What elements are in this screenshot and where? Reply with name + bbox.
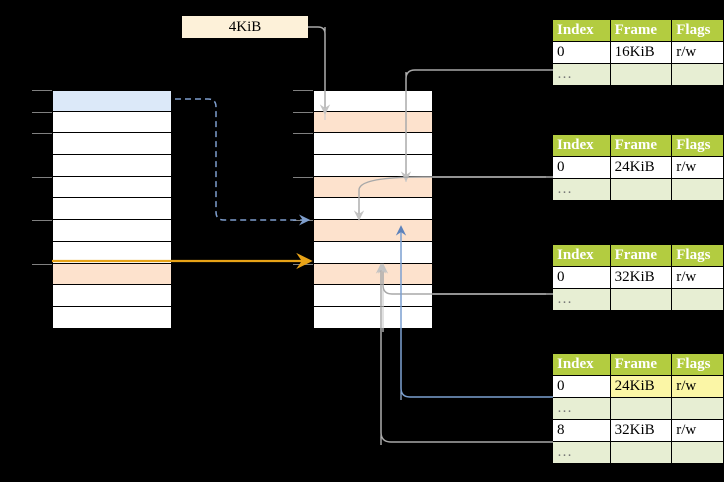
- table-row: …: [552, 441, 724, 464]
- virtual-tick-4: [32, 176, 52, 178]
- table-row: …: [552, 288, 724, 311]
- table-row: …: [552, 63, 724, 86]
- physical-frame-row-7: [313, 241, 433, 264]
- physical-frame-row-0: [313, 90, 433, 112]
- page-table-level-2-r0-c0: 0: [552, 156, 611, 179]
- page-table-level-1-header-flags: Flags: [671, 19, 724, 42]
- page-table-level-4-r1-c1: [609, 397, 673, 420]
- page-table-level-4-r2-c0: 8: [552, 419, 611, 442]
- arrow-virtual-blue-dashed: [175, 98, 311, 226]
- virtual-page-row-4: [52, 176, 172, 199]
- page-table-level-3-r1-c2: [671, 288, 724, 311]
- page-size-label: 4KiB: [182, 16, 308, 38]
- page-table-level-3-header-flags: Flags: [671, 244, 724, 267]
- page-table-level-4-r3-c1: [609, 441, 673, 464]
- page-table-level-1-r1-c2: [671, 63, 724, 86]
- virtual-tick-2: [32, 133, 52, 135]
- virtual-page-row-0: [52, 90, 172, 112]
- page-table-level-4-r0-c2: r/w: [671, 375, 724, 398]
- virtual-page-row-1: [52, 111, 172, 134]
- page-table-level-4-r2-c1: 32KiB: [609, 419, 673, 442]
- physical-frame-row-10: [313, 306, 433, 329]
- virtual-address-column: [52, 90, 172, 329]
- page-table-level-4-r3-c0: …: [552, 441, 611, 464]
- virtual-tick-1: [32, 111, 52, 113]
- page-table-level-2-r1-c1: [609, 178, 673, 201]
- page-table-level-4-r1-c2: [671, 397, 724, 420]
- virtual-page-row-6: [52, 220, 172, 242]
- page-table-level-2-r0-c2: r/w: [671, 156, 724, 179]
- physical-frame-row-2: [313, 133, 433, 156]
- page-table-level-1-r0-c0: 0: [552, 41, 611, 64]
- physical-frame-row-9: [313, 285, 433, 307]
- physical-tick-6: [293, 220, 313, 222]
- page-table-level-3-r0-c0: 0: [552, 266, 611, 289]
- physical-frame-row-3: [313, 155, 433, 177]
- page-table-level-1-r0-c1: 16KiB: [609, 41, 673, 64]
- page-table-level-4-r3-c2: [671, 441, 724, 464]
- physical-tick-4: [293, 176, 313, 178]
- virtual-page-row-2: [52, 133, 172, 156]
- page-table-level-2-r1-c2: [671, 178, 724, 201]
- page-table-level-1-header-frame: Frame: [609, 19, 673, 42]
- page-table-level-3-r1-c1: [609, 288, 673, 311]
- page-table-level-2-header-index: Index: [552, 134, 611, 157]
- virtual-page-row-10: [52, 306, 172, 329]
- page-table-level-3-header-index: Index: [552, 244, 611, 267]
- physical-tick-0: [293, 90, 313, 91]
- page-table-level-3-r1-c0: …: [552, 288, 611, 311]
- physical-tick-2: [293, 133, 313, 135]
- virtual-page-row-7: [52, 241, 172, 264]
- physical-address-column: [313, 90, 433, 329]
- physical-tick-1: [293, 111, 313, 113]
- page-table-level-4-header-frame: Frame: [609, 353, 673, 376]
- table-row: …: [552, 178, 724, 201]
- virtual-page-row-3: [52, 155, 172, 177]
- physical-frame-row-8: [313, 263, 433, 286]
- page-table-level-1-r1-c0: …: [552, 63, 611, 86]
- virtual-tick-6: [32, 220, 52, 222]
- table-row: …: [552, 397, 724, 420]
- page-table-level-2-r1-c0: …: [552, 178, 611, 201]
- physical-frame-row-4: [313, 176, 433, 199]
- physical-frame-row-6: [313, 220, 433, 242]
- physical-frame-row-5: [313, 198, 433, 221]
- page-table-level-2-header-frame: Frame: [609, 134, 673, 157]
- page-table-level-4-r0-c0: 0: [552, 375, 611, 398]
- page-table-level-1-r1-c1: [609, 63, 673, 86]
- page-table-level-4-r1-c0: …: [552, 397, 611, 420]
- virtual-tick-0: [32, 90, 52, 91]
- page-table-level-4-header-flags: Flags: [671, 353, 724, 376]
- page-table-level-3-r0-c1: 32KiB: [609, 266, 673, 289]
- page-table-level-4-header-index: Index: [552, 353, 611, 376]
- virtual-tick-8: [32, 263, 52, 265]
- page-table-level-4-r0-c1: 24KiB: [609, 375, 673, 398]
- page-table-level-4-r2-c2: r/w: [671, 419, 724, 442]
- page-table-level-1-header-index: Index: [552, 19, 611, 42]
- page-table-level-3-header-frame: Frame: [609, 244, 673, 267]
- page-table-level-3-r0-c2: r/w: [671, 266, 724, 289]
- virtual-page-row-5: [52, 198, 172, 221]
- page-table-level-2-r0-c1: 24KiB: [609, 156, 673, 179]
- virtual-page-row-8: [52, 263, 172, 286]
- physical-tick-8: [293, 263, 313, 265]
- page-table-level-2-header-flags: Flags: [671, 134, 724, 157]
- virtual-page-row-9: [52, 285, 172, 307]
- physical-frame-row-1: [313, 111, 433, 134]
- page-table-level-1-r0-c2: r/w: [671, 41, 724, 64]
